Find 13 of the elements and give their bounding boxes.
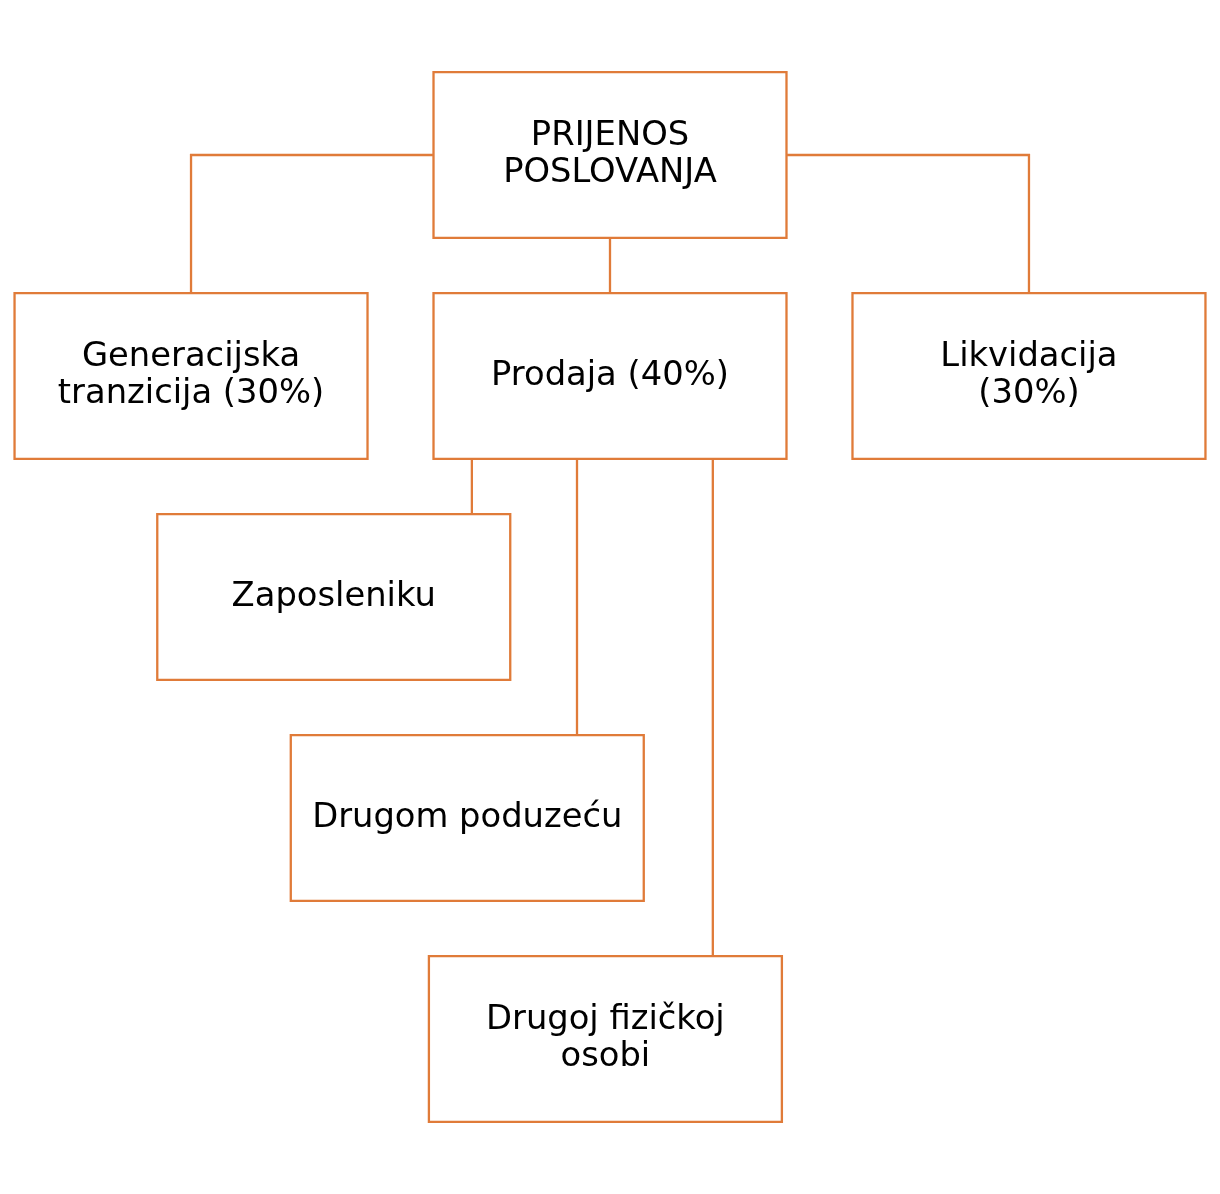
connector bbox=[787, 153, 1031, 294]
node-box: PRIJENOS POSLOVANJA bbox=[432, 71, 788, 240]
connector bbox=[189, 153, 433, 294]
connector bbox=[470, 458, 474, 514]
node-box: Zaposleniku bbox=[156, 513, 512, 681]
node-box: Prodaja (40%) bbox=[432, 292, 788, 461]
node-box: Drugoj fizičkoj osobi bbox=[427, 954, 784, 1123]
connector bbox=[608, 237, 612, 293]
node-box: Drugom poduzeću bbox=[289, 733, 645, 902]
node-box: Likvidacija (30%) bbox=[851, 292, 1207, 461]
connector bbox=[711, 459, 714, 957]
connector bbox=[575, 459, 579, 735]
node-box: Generacijska tranzicija (30%) bbox=[13, 292, 369, 461]
